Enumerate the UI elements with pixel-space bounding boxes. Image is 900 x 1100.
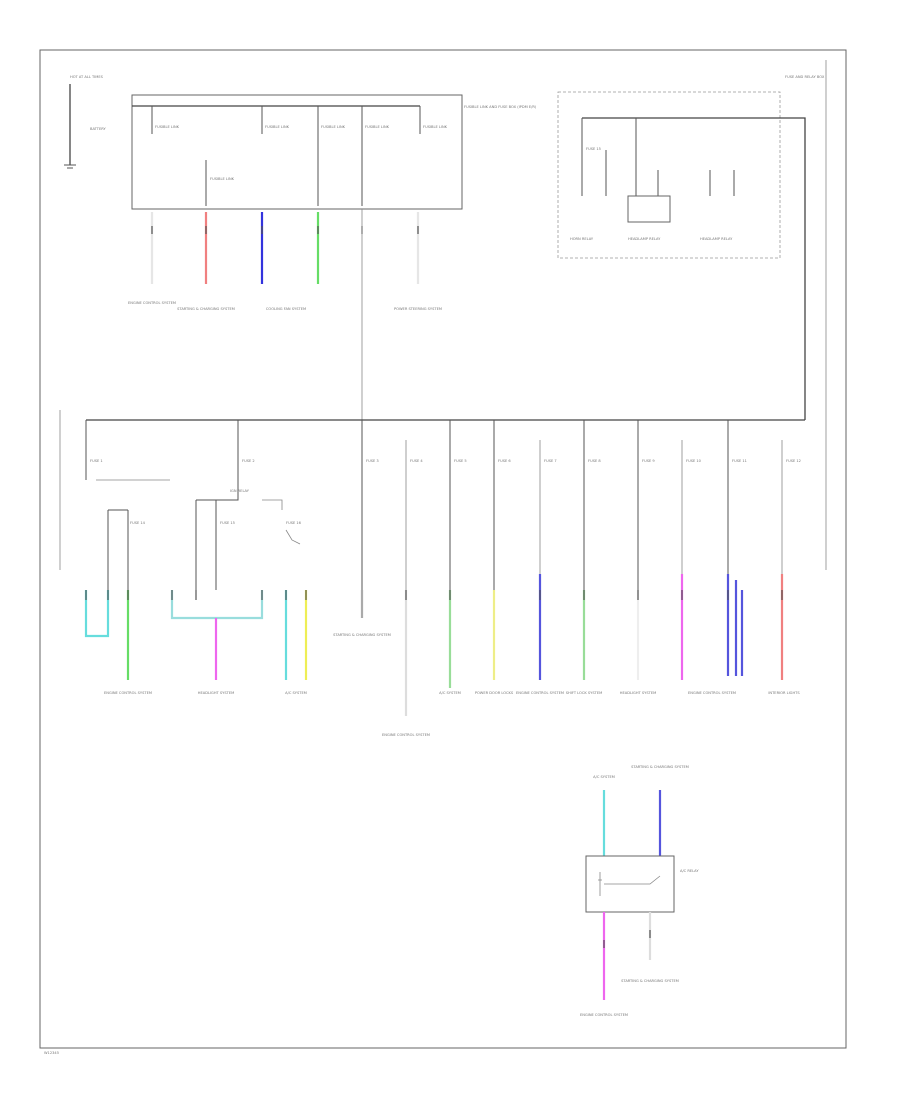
ign-relay-label: IGN RELAY: [230, 489, 250, 493]
relay-box-horn: HORN RELAY: [570, 237, 594, 241]
dest-1: ENGINE CONTROL SYSTEM: [104, 691, 152, 695]
relay-label: A/C RELAY: [680, 869, 699, 873]
dest-4: STARTING & CHARGING SYSTEM: [333, 633, 391, 637]
dest-2: HEADLIGHT SYSTEM: [198, 691, 234, 695]
top-dest-4: POWER STEERING SYSTEM: [394, 307, 442, 311]
mid-fuse-4: FUSE 4: [410, 459, 423, 463]
mid-fuse-2: FUSE 2: [242, 459, 255, 463]
dest-6: A/C SYSTEM: [439, 691, 461, 695]
dest-12: INTERIOR LIGHTS: [768, 691, 800, 695]
relay-box-headlamp-1: HEADLAMP RELAY: [628, 237, 661, 241]
mid-fuse-11: FUSE 11: [732, 459, 747, 463]
dest-3: A/C SYSTEM: [285, 691, 307, 695]
mid-fuse-10: FUSE 10: [686, 459, 702, 463]
mid-fuse-6: FUSE 6: [498, 459, 511, 463]
fusible-link-box-label: FUSIBLE LINK AND FUSE BOX (IPDM E/R): [464, 105, 537, 109]
fusible-link-box: FUSIBLE LINK AND FUSE BOX (IPDM E/R) FUS…: [131, 94, 537, 210]
top-wires: [150, 209, 420, 420]
dest-7: POWER DOOR LOCKS: [475, 691, 514, 695]
mid-fuse-8: FUSE 8: [588, 459, 601, 463]
mid-fuse-5: FUSE 5: [454, 459, 467, 463]
fuse-relay-box-label: FUSE AND RELAY BOX: [785, 75, 825, 79]
relay-box-fuse: FUSE 15: [586, 147, 601, 151]
dest-10: HEADLIGHT SYSTEM: [620, 691, 656, 695]
top-fuse-4: FUSIBLE LINK: [365, 125, 390, 129]
top-fuse-1: FUSIBLE LINK: [155, 125, 180, 129]
diagram-frame: [39, 49, 847, 1049]
dest-5: ENGINE CONTROL SYSTEM: [382, 733, 430, 737]
sub-fuse-2: FUSE 15: [220, 521, 235, 525]
bottom-wires: [84, 574, 784, 716]
top-dest-2: STARTING & CHARGING SYSTEM: [177, 307, 235, 311]
top-fuse-3: FUSIBLE LINK: [321, 125, 346, 129]
ground-icon: [64, 164, 76, 169]
footer-code: W12345: [44, 1051, 59, 1055]
relay-box: [585, 855, 675, 913]
sub-fuse-1: FUSE 14: [130, 521, 146, 525]
mid-fuse-7: FUSE 7: [544, 459, 557, 463]
top-dest-3: COOLING FAN SYSTEM: [266, 307, 306, 311]
left-subcircuits: FUSE 14 FUSE 15 FUSE 16: [96, 479, 302, 590]
dest-11: ENGINE CONTROL SYSTEM: [688, 691, 736, 695]
sub-fuse-3: FUSE 16: [286, 521, 302, 525]
top-fuse-2: FUSIBLE LINK: [265, 125, 290, 129]
bottom-dest-labels: ENGINE CONTROL SYSTEM HEADLIGHT SYSTEM A…: [104, 633, 800, 737]
battery-feed: HOT AT ALL TIMES BATTERY: [64, 75, 107, 169]
relay-input-2: STARTING & CHARGING SYSTEM: [631, 765, 689, 769]
dest-9: SHIFT LOCK SYSTEM: [566, 691, 602, 695]
relay-box-headlamp-2: HEADLAMP RELAY: [700, 237, 733, 241]
main-bus: [59, 410, 805, 590]
ac-relay-assembly: A/C SYSTEM STARTING & CHARGING SYSTEM A/…: [580, 765, 699, 1017]
mid-fuse-labels: FUSE 1 FUSE 2 FUSE 3 FUSE 4 FUSE 5 FUSE …: [90, 459, 801, 493]
fuse-relay-box: FUSE AND RELAY BOX FUSE 15 HORN RELAY HE…: [557, 60, 827, 570]
dest-8: ENGINE CONTROL SYSTEM: [516, 691, 564, 695]
relay-input-1: A/C SYSTEM: [593, 775, 615, 779]
top-dest-1: ENGINE CONTROL SYSTEM: [128, 301, 176, 305]
relay-output-1: ENGINE CONTROL SYSTEM: [580, 1013, 628, 1017]
mid-fuse-9: FUSE 9: [642, 459, 655, 463]
mid-fuse-12: FUSE 12: [786, 459, 801, 463]
mid-fuse-1: FUSE 1: [90, 459, 103, 463]
hot-at-all-times-label: HOT AT ALL TIMES: [70, 75, 104, 79]
relay-output-2: STARTING & CHARGING SYSTEM: [621, 979, 679, 983]
top-fuse-5: FUSIBLE LINK: [423, 125, 448, 129]
top-fuse-6: FUSIBLE LINK: [210, 177, 235, 181]
mid-fuse-3: FUSE 3: [366, 459, 379, 463]
battery-label: BATTERY: [90, 127, 107, 131]
